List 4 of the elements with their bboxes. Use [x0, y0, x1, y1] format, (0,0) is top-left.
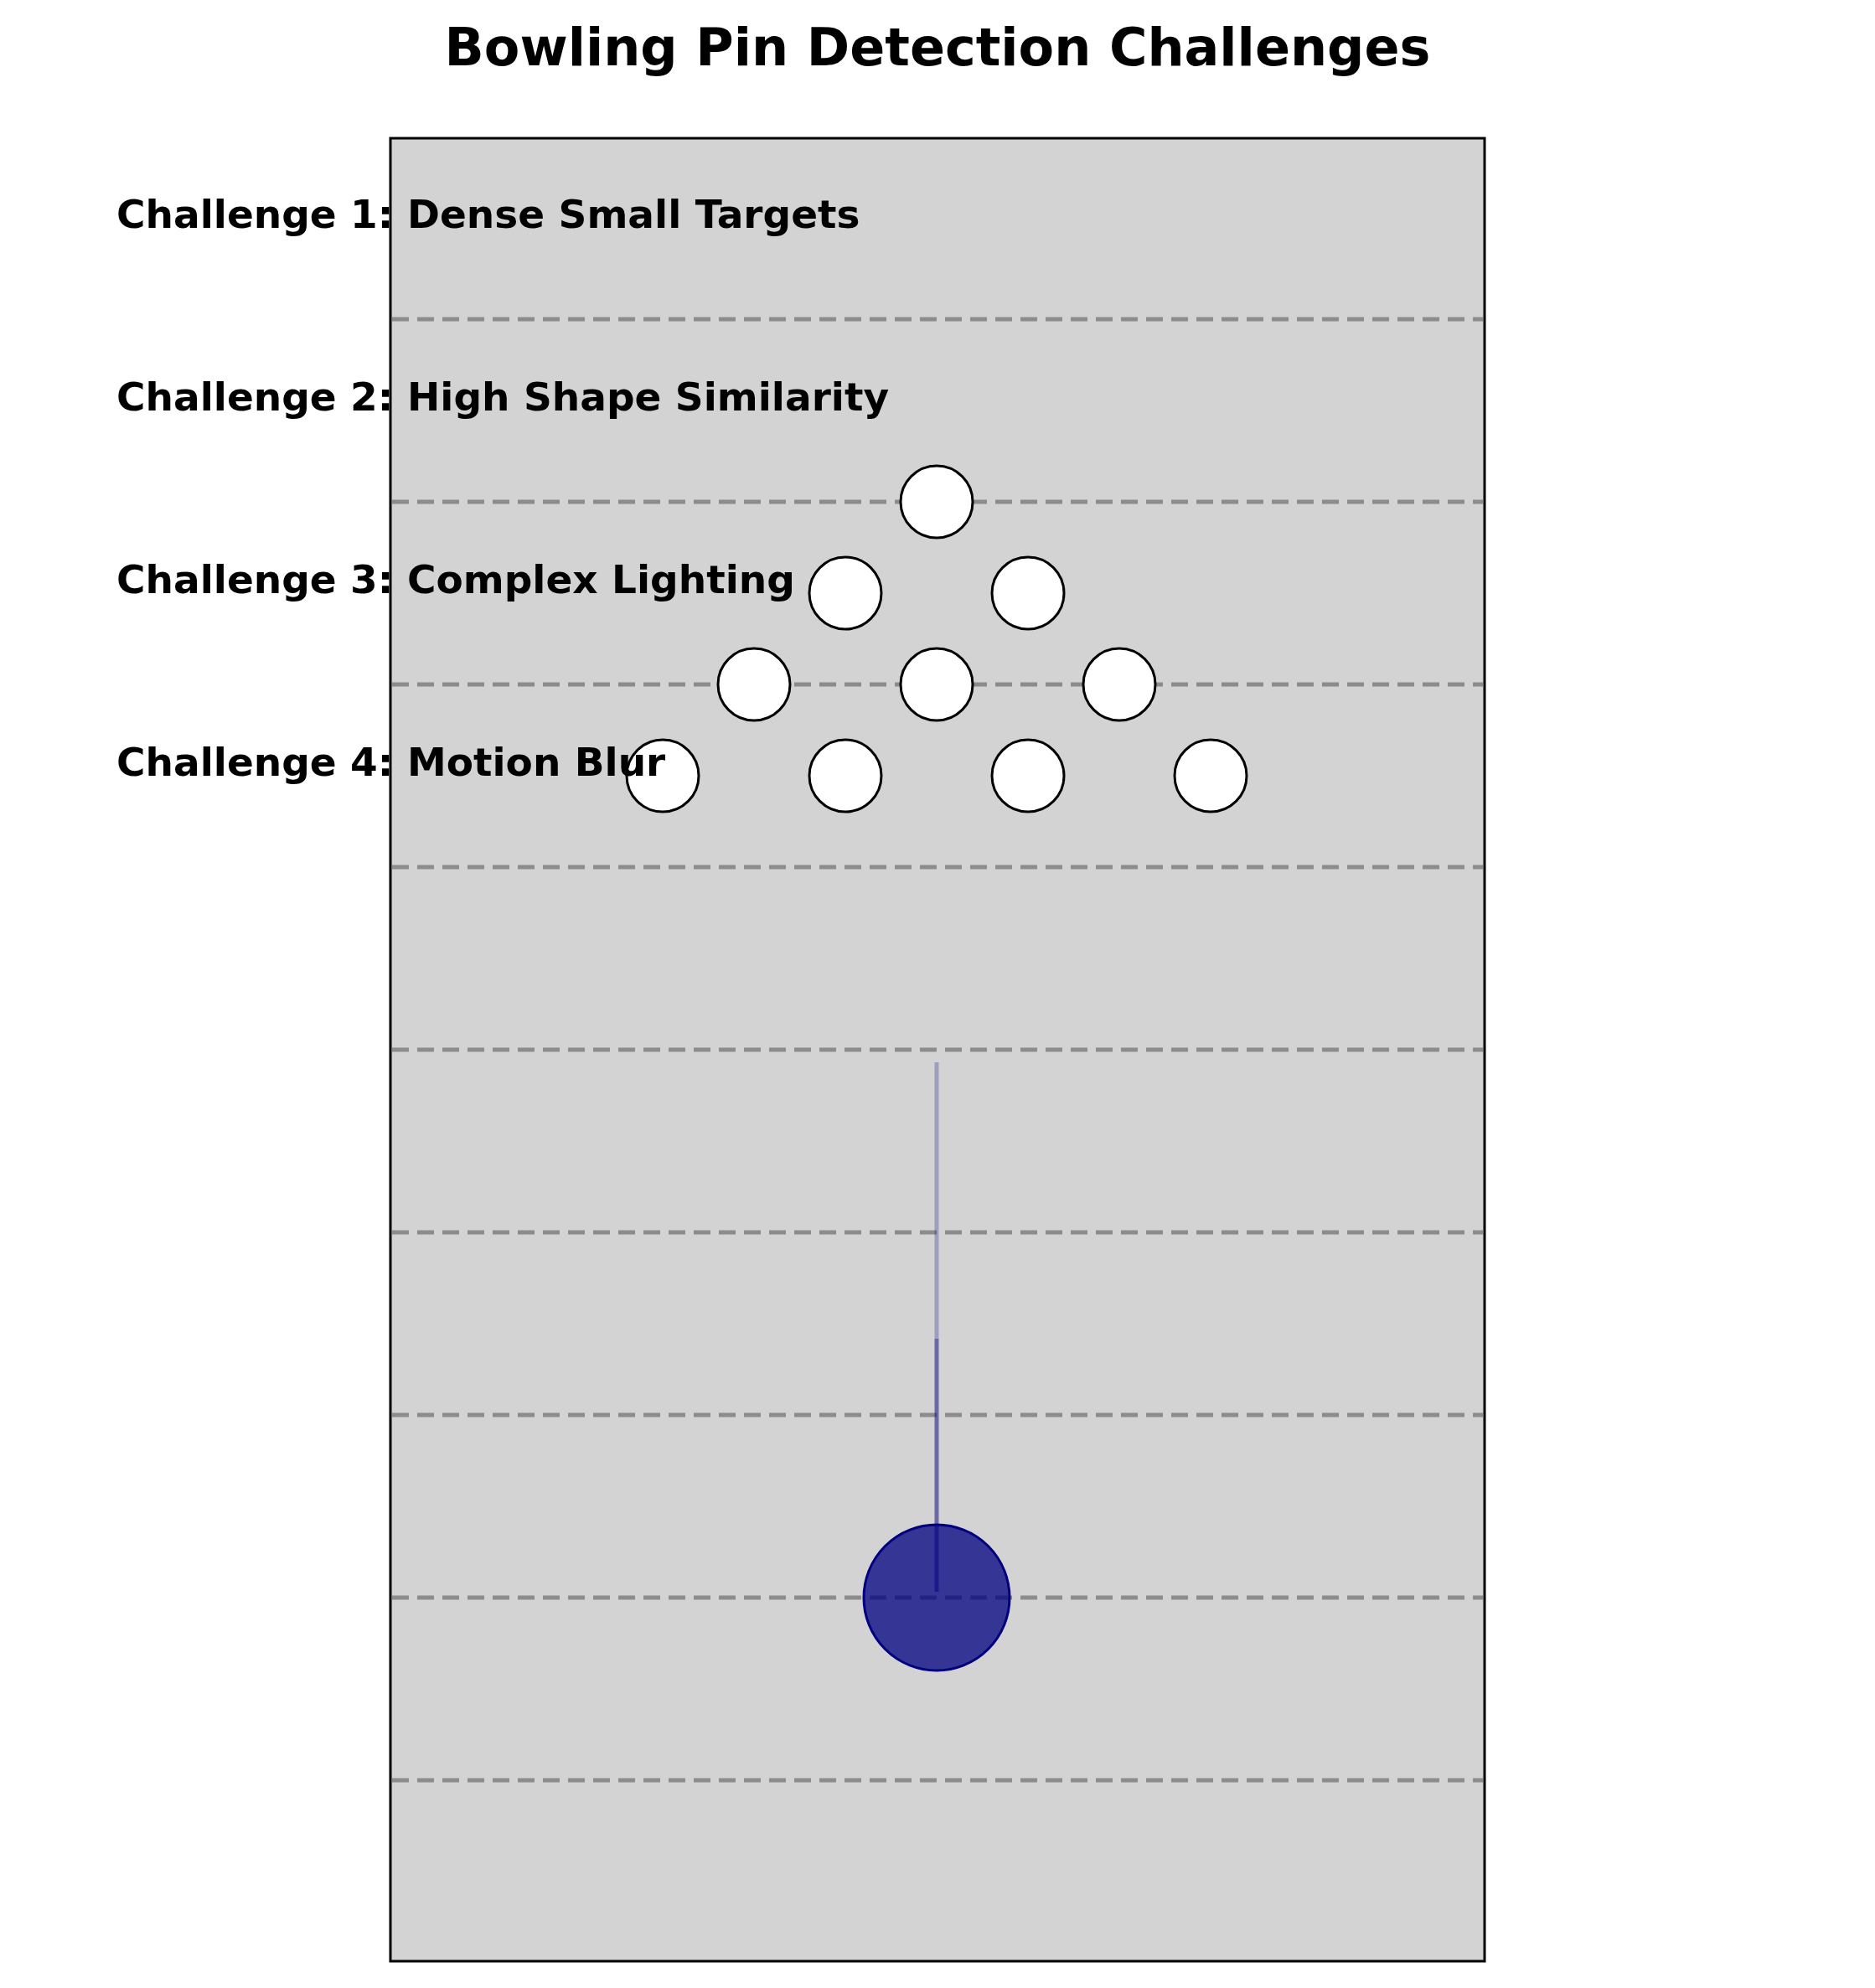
challenge-label: Challenge 3: Complex Lighting	[116, 556, 795, 602]
title: Bowling Pin Detection Challenges	[443, 17, 1432, 78]
challenge-label: Challenge 1: Dense Small Targets	[116, 191, 860, 237]
challenge-label: Challenge 2: High Shape Similarity	[116, 374, 890, 420]
